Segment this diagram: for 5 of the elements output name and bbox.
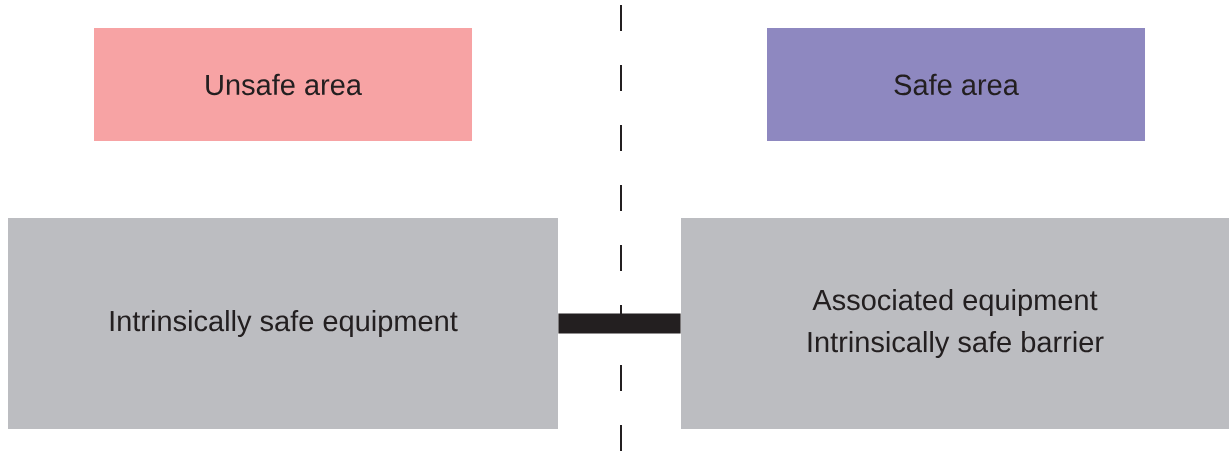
equipment-box: Intrinsically safe equipment [8,218,558,429]
equipment-box: Associated equipment Intrinsically safe barrier [681,218,1229,429]
connector-bar [558,313,681,334]
area-box: Safe area [767,28,1145,141]
area-box: Unsafe area [94,28,472,141]
